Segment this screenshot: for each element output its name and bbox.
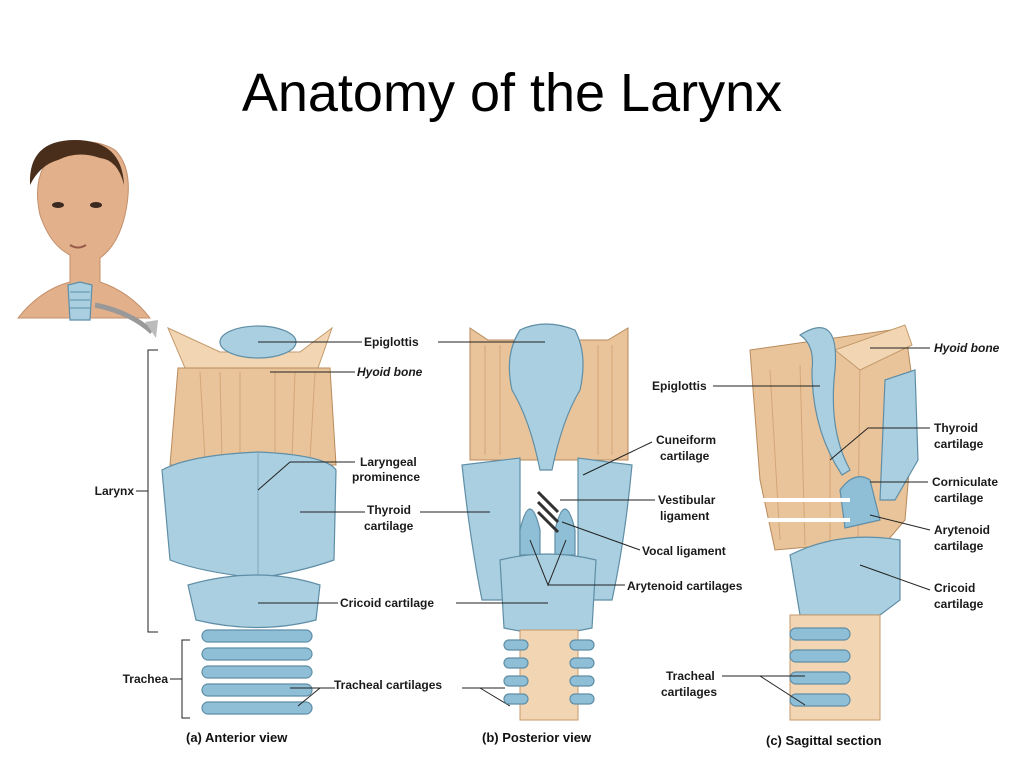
label-arytenoid-1: Arytenoid <box>934 523 990 537</box>
label-laryngeal-prominence-2: prominence <box>352 470 420 484</box>
trachea-bracket <box>181 639 190 719</box>
label-arytenoid-2: cartilage <box>934 539 984 553</box>
anterior-view-figure <box>161 325 337 715</box>
label-cricoid-anterior: Cricoid cartilage <box>340 596 434 610</box>
label-corniculate-1: Corniculate <box>932 475 998 489</box>
label-vocal-ligament: Vocal ligament <box>642 544 726 558</box>
pointer-arrow <box>94 302 154 334</box>
label-epiglottis-anterior: Epiglottis <box>364 335 419 349</box>
label-larynx: Larynx <box>95 484 135 498</box>
label-laryngeal-prominence-1: Laryngeal <box>360 455 417 469</box>
caption-posterior: (b) Posterior view <box>482 730 592 745</box>
label-vestibular-2: ligament <box>660 509 709 523</box>
slide-title: Anatomy of the Larynx <box>241 63 783 123</box>
label-cricoid-1: Cricoid <box>934 581 975 595</box>
label-epiglottis-posterior: Epiglottis <box>652 379 707 393</box>
label-arytenoid-cartilages: Arytenoid cartilages <box>627 579 743 593</box>
sagittal-view-figure <box>749 324 919 721</box>
label-cuneiform-2: cartilage <box>660 449 710 463</box>
label-tracheal-sagittal-2: cartilages <box>661 685 717 699</box>
label-vestibular-1: Vestibular <box>658 493 716 507</box>
pointer-arrowhead <box>145 320 158 338</box>
label-thyroid-sagittal-2: cartilage <box>934 437 984 451</box>
label-cuneiform-1: Cuneiform <box>656 433 716 447</box>
label-tracheal-sagittal-1: Tracheal <box>666 669 715 683</box>
person-portrait <box>16 140 152 321</box>
posterior-view-figure <box>461 323 633 721</box>
label-cricoid-2: cartilage <box>934 597 984 611</box>
label-hyoid-bone-sagittal: Hyoid bone <box>934 341 1000 355</box>
label-thyroid-anterior-2: cartilage <box>364 519 414 533</box>
label-thyroid-anterior-1: Thyroid <box>367 503 411 517</box>
label-hyoid-bone-anterior: Hyoid bone <box>357 365 423 379</box>
label-corniculate-2: cartilage <box>934 491 984 505</box>
larynx-bracket <box>147 349 158 633</box>
caption-anterior: (a) Anterior view <box>186 730 288 745</box>
label-trachea: Trachea <box>123 672 169 686</box>
label-tracheal-cartilages-anterior: Tracheal cartilages <box>334 678 442 692</box>
caption-sagittal: (c) Sagittal section <box>766 733 882 748</box>
label-thyroid-sagittal-1: Thyroid <box>934 421 978 435</box>
